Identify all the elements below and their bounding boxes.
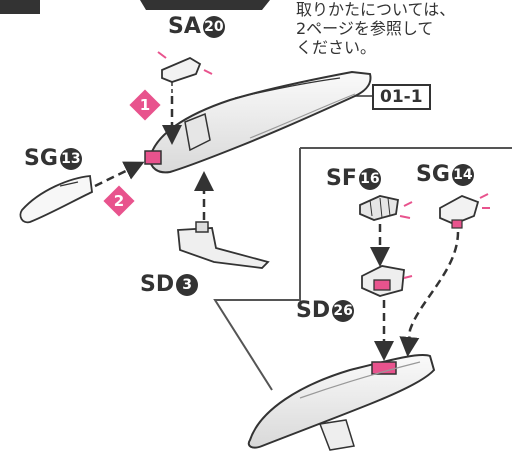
inset-panel-outline [213, 147, 512, 391]
part-number-badge: 3 [176, 274, 199, 296]
part-code: SG [416, 162, 450, 187]
part-sf-16-shape [359, 195, 400, 221]
part-number-badge: 14 [451, 164, 474, 186]
arrow-sg13-to-body [94, 161, 145, 188]
pink-socket-lower [371, 361, 397, 375]
instruction-line-3: ください。 [296, 38, 377, 57]
part-code: SG [24, 146, 58, 171]
part-number-badge: 26 [332, 300, 355, 322]
fuselage-part-lower [247, 353, 436, 451]
pink-peg-upper [144, 150, 162, 165]
part-sg-13-shape [19, 175, 93, 224]
part-code: SD [296, 298, 331, 323]
step-number: 1 [139, 96, 151, 114]
part-sd-26-shape [361, 265, 405, 297]
step-marker-1: 1 [129, 89, 161, 121]
accent-ticks [157, 51, 490, 279]
arrow-sg14-down [399, 231, 460, 357]
part-sg-14-shape [439, 195, 480, 229]
part-number-badge: 13 [59, 148, 82, 170]
step-marker-2: 2 [103, 185, 135, 217]
part-code: SD [140, 272, 175, 297]
part-sa-20-shape [161, 56, 202, 94]
part-code: SA [168, 14, 201, 39]
part-code: SF [326, 166, 357, 191]
fuselage-part-upper [144, 70, 372, 174]
part-sd-3-shape [177, 221, 270, 269]
callout-part-ref: 01-1 [372, 84, 431, 110]
part-number-badge: 20 [202, 16, 225, 38]
step-number: 2 [113, 192, 125, 210]
part-number-badge: 16 [358, 168, 381, 190]
instruction-line-1: 取りかたについては、 [296, 0, 456, 19]
header-box [0, 0, 270, 14]
instruction-line-2: 2ページを参照して [296, 19, 434, 38]
